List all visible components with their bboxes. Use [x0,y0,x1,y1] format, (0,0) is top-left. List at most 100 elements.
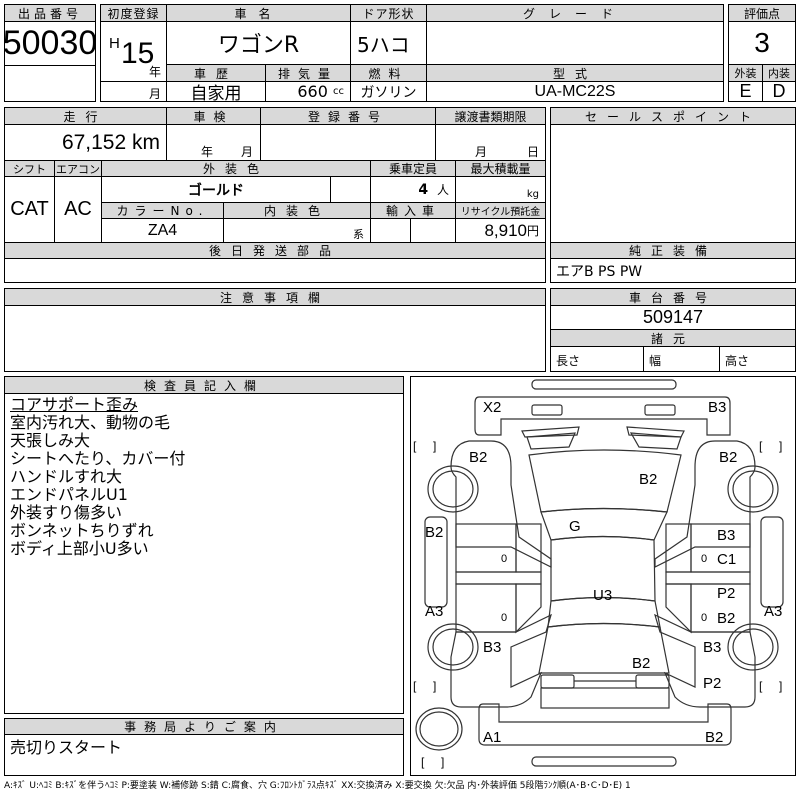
int-score-value: D [762,82,795,101]
zero-right-rear: 0 [701,612,708,624]
mark-right-rear-fender: B3 [703,639,722,656]
car-diagram: [ ] [ ] [ ] [ ] [ ] X2 B3 B2 B2 B2 G B2 … [410,376,796,776]
lot-box: 出品番号 50030 [4,4,96,102]
transfer-month-unit: 月 [475,145,488,159]
int-color-unit: 系 [223,219,370,242]
first-reg-month-unit: 月 [149,87,162,101]
mark-roof: U3 [593,587,613,604]
mark-right-front-door-c1: C1 [717,551,737,568]
note-line: 天張しみ大 [10,431,91,450]
model-label: 型式 [426,64,723,82]
note-line: ハンドルすれ大 [10,467,123,486]
lot-label: 出品番号 [5,5,95,22]
bracket-fl: [ ] [413,439,437,453]
mark-left-rear-fender: B3 [483,639,502,656]
note-line: ボンネットちりずれ [10,521,154,540]
caution-box: 注意事項欄 [4,288,546,372]
mark-trunk: B2 [632,655,651,672]
car-outline [415,379,784,767]
bracket-rl: [ ] [413,679,437,693]
recycle-unit: 円 [526,224,539,238]
max-load-label: 最大積載量 [455,160,545,177]
spec-length: 長さ [556,354,581,368]
mark-front-right-bumper: B3 [708,399,727,416]
zero-left-rear: 0 [501,612,508,624]
zero-right-front: 0 [701,553,708,565]
inspector-label: 検査員記入欄 [5,377,403,394]
mark-left-front-fender: B2 [469,449,488,466]
import-label: 輸入車 [370,202,455,219]
capacity-unit: 人 [436,183,449,197]
note-line: コアサポート歪み [10,395,139,414]
car-name-label: 車名 [166,5,350,22]
later-parts-label: 後日発送部品 [5,242,545,259]
capacity-label: 乗車定員 [370,160,455,177]
door-value: 5ハコ [350,22,426,64]
chassis-label: 車台番号 [551,289,795,306]
ext-score-label: 外装 [729,64,762,82]
first-reg-era: H [109,35,120,52]
car-name: ワゴンR [166,22,350,64]
color-no-value: ZA4 [101,219,223,242]
capacity-value: 4 人 [370,177,455,202]
mark-x2: X2 [483,399,502,416]
sales-points-label: セールスポイント [551,108,795,125]
inspection-label: 車検 [166,108,260,125]
first-reg-label: 初度登録 [101,5,166,22]
fuel-label: 燃料 [350,64,426,82]
fuel-value: ガソリン [350,82,426,101]
legend: A:ｷｽﾞ U:ﾍｺﾐ B:ｷｽﾞを伴うﾍｺﾐ P:要塗装 W:補修跡 S:錆 … [4,781,631,791]
first-reg-year: 15 [121,37,155,70]
transfer-day-unit: 日 [527,145,540,159]
mileage-value: 67,152 km [61,130,160,154]
int-color-label: 内装色 [223,202,370,219]
chassis-box: 車台番号 509147 諸元 長さ 幅 高さ [550,288,796,372]
grade-value [426,22,723,64]
displacement-value: 660 cc [265,82,350,101]
mark-right-front-fender: B2 [719,449,738,466]
mark-right-front-door: B3 [717,527,736,544]
mark-hood: B2 [639,471,658,488]
sales-box: セールスポイント 純正装備 エアB PS PW [550,107,796,283]
score-label: 評価点 [729,5,795,22]
max-load-unit: kg [455,177,545,202]
mark-left-rocker: A3 [425,603,444,620]
later-parts-value [5,259,545,282]
zero-left-front: 0 [501,553,508,565]
mark-windshield: G [569,518,581,535]
chassis-number: 509147 [551,306,795,330]
recycle-label: リサイクル預託金 [455,202,545,219]
mark-right-rear-door: P2 [717,585,736,602]
equipment-label: 純正装備 [551,242,795,259]
mileage-label: 走行 [5,108,166,125]
reg-number-label: 登録番号 [260,108,435,125]
mark-right-rear-door-b2: B2 [717,610,736,627]
office-label: 事務局よりご案内 [5,718,403,735]
specs-label: 諸元 [551,330,795,347]
color-no-label: カラーNo. [101,202,223,219]
shift-label: シフト [5,160,54,177]
score-box: 評価点 3 外装 内装 E D [728,4,796,102]
int-score-label: 内装 [762,64,795,82]
grade-label: グレード [426,5,723,22]
door-label: ドア形状 [350,5,426,22]
mark-right-rear-quarter: P2 [703,675,722,692]
mark-rear-bumper-left: A1 [483,729,502,746]
mark-right-rocker: A3 [764,603,783,620]
inspection-month-unit: 月 [241,145,254,159]
reg-number-value [260,125,435,160]
ext-color-label: 外装色 [101,160,370,177]
caution-label: 注意事項欄 [5,289,545,306]
displacement-label: 排気量 [265,64,350,82]
mark-rear-bumper-right: B2 [705,729,724,746]
inspector-notes: コアサポート歪み 室内汚れ大、動物の毛 天張しみ大 シートへたり、カバー付 ハン… [10,396,185,558]
mark-left-pillar: B2 [425,524,444,541]
inspector-box: 検査員記入欄 コアサポート歪み 室内汚れ大、動物の毛 天張しみ大 シートへたり、… [4,376,404,714]
note-line: 外装すり傷多い [10,503,123,522]
office-box: 事務局よりご案内 売切りスタート [4,718,404,776]
ext-score-value: E [739,82,752,101]
equipment-value: エアB PS PW [556,263,643,280]
bracket-spare: [ ] [421,755,445,769]
first-reg-year-unit: 年 [149,65,162,79]
